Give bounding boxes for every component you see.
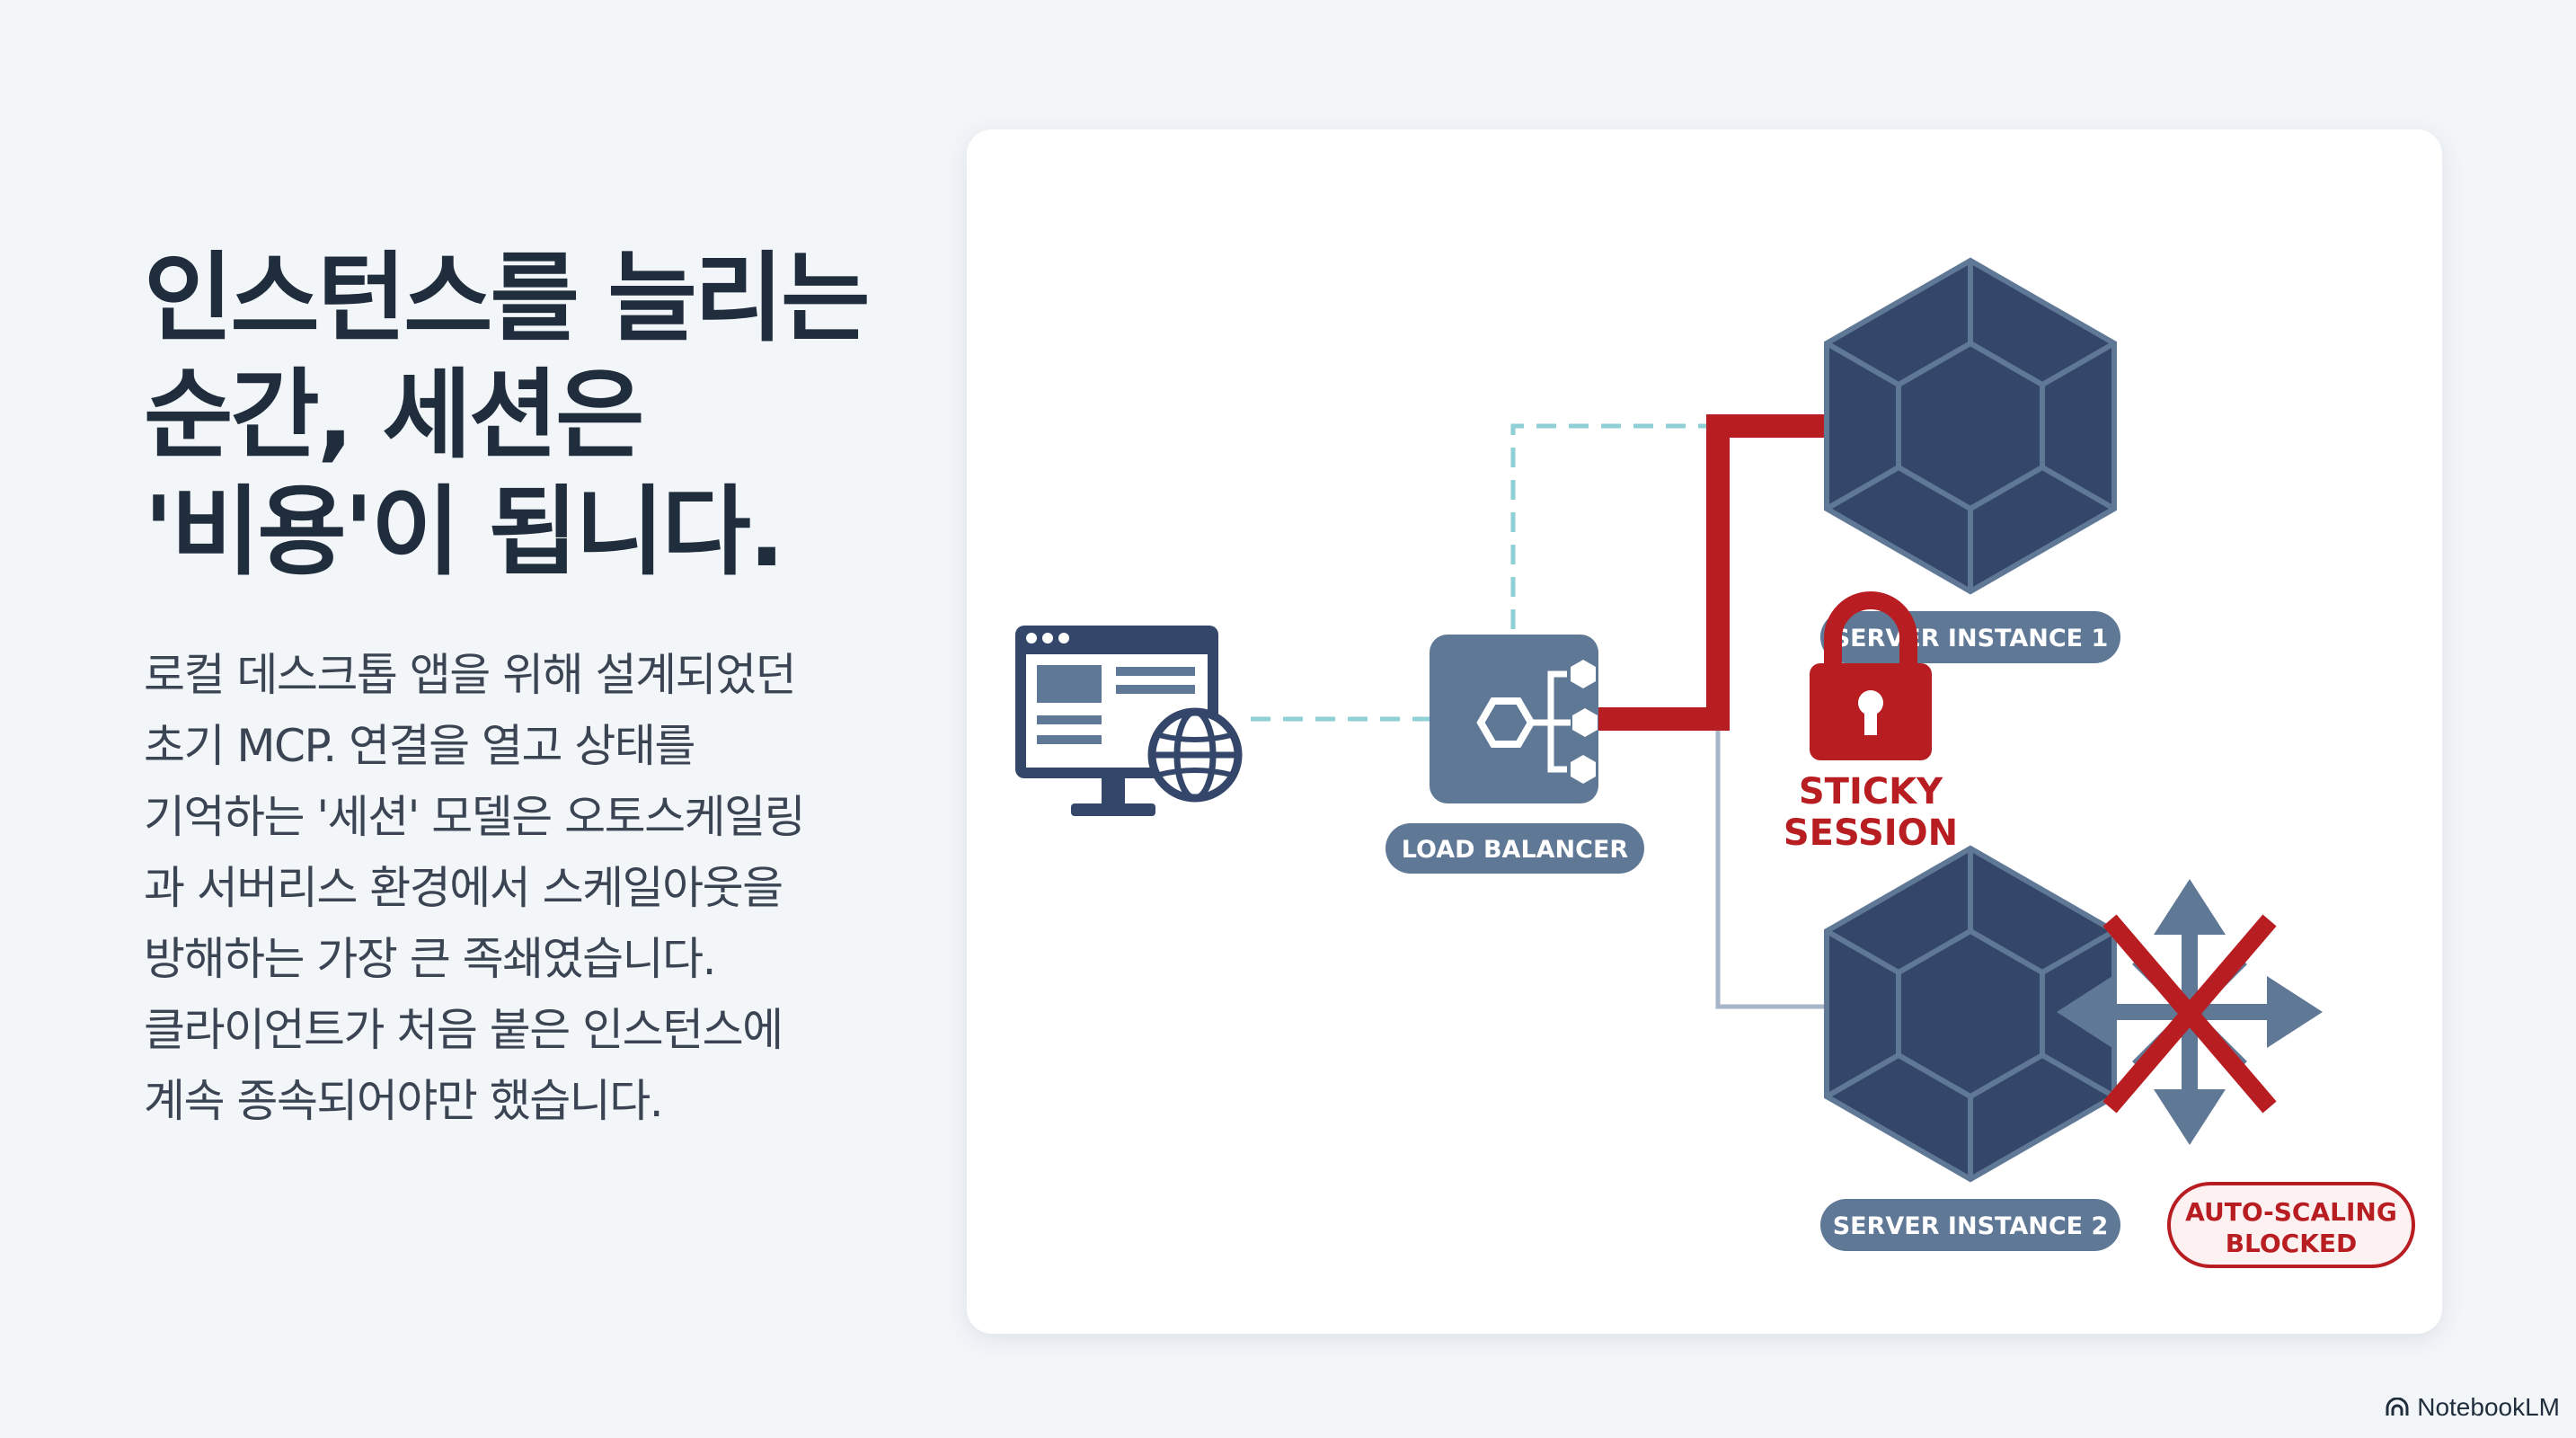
- sticky-session-line: STICKY: [1799, 771, 1943, 812]
- description-line: 계속 종속되어야만 했습니다.: [144, 1075, 664, 1127]
- padlock-icon: [1810, 591, 1932, 760]
- lb-to-server-1-dashed-connector: [1510, 423, 1780, 629]
- autoscaling-blocked-badge: AUTO-SCALING BLOCKED: [2167, 1182, 2415, 1268]
- cross-icon: [2102, 914, 2277, 1114]
- server-instance-2-label: SERVER INSTANCE 2: [1833, 1212, 2109, 1240]
- description-text: 로컬 데스크톱 앱을 위해 설계되었던 초기 MCP. 연결을 열고 상태를 기…: [144, 640, 916, 1137]
- server-instance-1-pill: SERVER INSTANCE 1: [1820, 611, 2120, 663]
- load-balancer-icon: [1430, 635, 1598, 803]
- lb-to-server-2-connector: [1715, 719, 1829, 1009]
- description-line: 클라이언트가 처음 붙은 인스턴스에: [144, 1004, 783, 1056]
- description-line: 로컬 데스크톱 앱을 위해 설계되었던: [144, 649, 797, 701]
- server-instance-1-label: SERVER INSTANCE 1: [1833, 625, 2109, 652]
- brand-watermark: NotebookLM: [2385, 1393, 2560, 1422]
- description-line: 방해하는 가장 큰 족쇄였습니다.: [144, 933, 717, 985]
- autoscaling-line: AUTO-SCALING: [2185, 1197, 2397, 1227]
- server-instance-1-icon: [1824, 257, 2117, 595]
- sticky-session-connector: [1594, 414, 1829, 731]
- diagram-card: LOAD BALANCER SERVER INSTANCE 1 STICKY S…: [967, 129, 2442, 1334]
- brand-name: NotebookLM: [2417, 1393, 2560, 1421]
- title-line: 순간, 세션은: [144, 360, 644, 472]
- title-line: '비용'이 됩니다.: [144, 476, 785, 589]
- globe-icon: [1147, 707, 1243, 803]
- description-line: 초기 MCP. 연결을 열고 상태를: [144, 720, 695, 772]
- page-title: 인스턴스를 늘리는 순간, 세션은 '비용'이 됩니다.: [144, 241, 952, 591]
- load-balancer-pill: LOAD BALANCER: [1385, 823, 1644, 874]
- autoscaling-line: BLOCKED: [2226, 1229, 2358, 1258]
- description-line: 과 서버리스 환경에서 스케일아웃을: [144, 862, 783, 914]
- load-balancer-label: LOAD BALANCER: [1402, 836, 1629, 864]
- server-instance-2-pill: SERVER INSTANCE 2: [1820, 1199, 2120, 1251]
- architecture-diagram: LOAD BALANCER SERVER INSTANCE 1 STICKY S…: [1015, 257, 2415, 1268]
- description-line: 기억하는 '세션' 모델은 오토스케일링: [144, 791, 806, 843]
- sticky-session-line: SESSION: [1784, 812, 1958, 854]
- title-line: 인스턴스를 늘리는: [144, 243, 870, 355]
- notebooklm-logo-icon: [2386, 1398, 2409, 1416]
